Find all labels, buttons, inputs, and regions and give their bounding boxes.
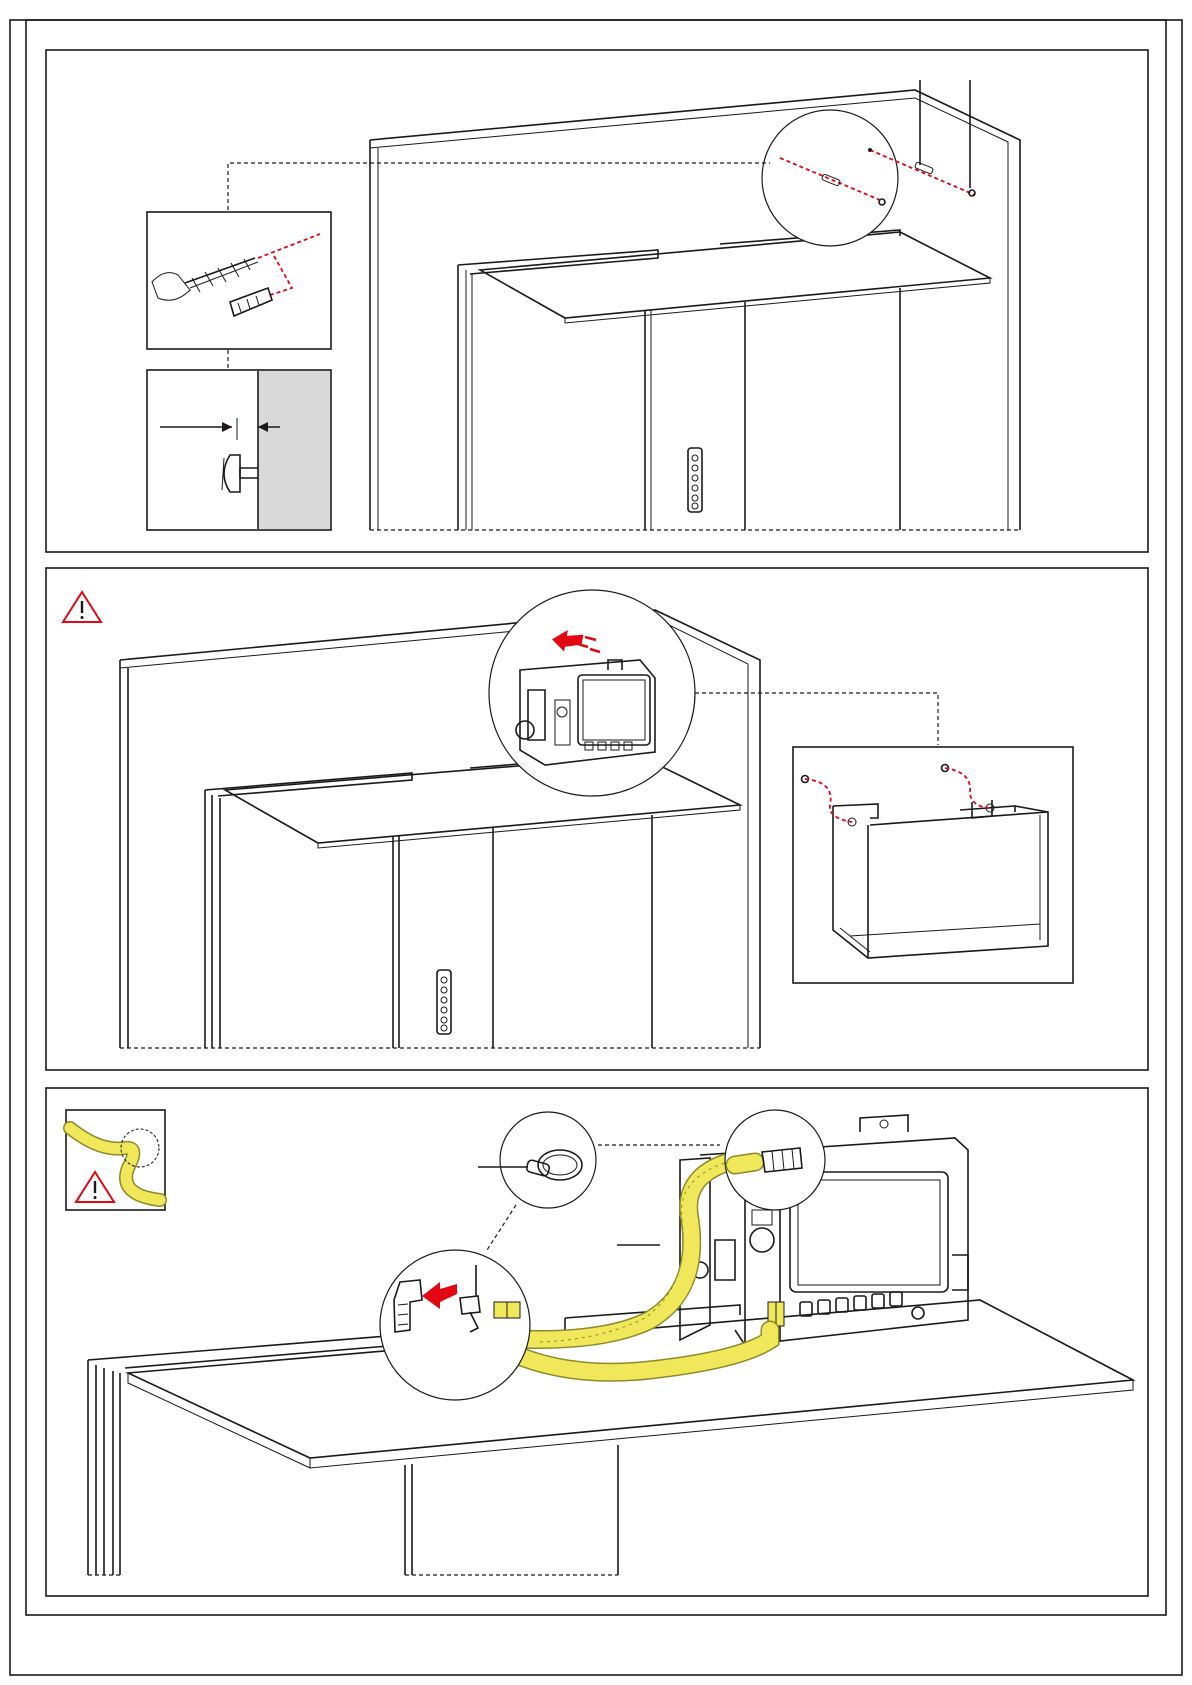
hose-bend-warning-box: [66, 1110, 165, 1210]
fitting-zoom-circle: [725, 1110, 825, 1210]
step-2-panel: [46, 568, 1148, 1070]
hanging-detail-box: [793, 747, 1073, 983]
step-1-panel: [46, 50, 1148, 552]
wall-section: [258, 371, 330, 529]
step-2-zoom-circle: [489, 590, 695, 796]
drill-detail-box: [147, 212, 331, 349]
connection-zoom-circle: [380, 1250, 530, 1400]
screw-depth-box: [147, 370, 331, 530]
step-3-panel: [46, 1088, 1148, 1596]
